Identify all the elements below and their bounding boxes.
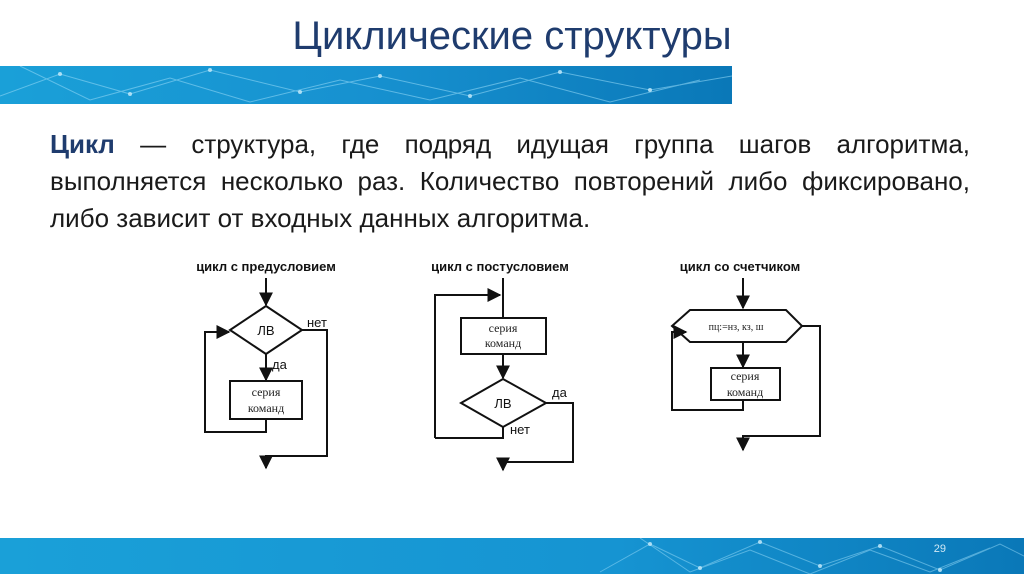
postcondition-body-line1: серия xyxy=(489,321,518,335)
counter-body-line2: команд xyxy=(727,385,763,399)
exit-arrow xyxy=(259,329,328,470)
postcondition-flowchart: цикл с постусловием серия команд ЛВ да н… xyxy=(431,259,574,472)
definition-term: Цикл xyxy=(50,129,115,159)
page-number: 29 xyxy=(933,543,946,555)
exit-arrow xyxy=(736,325,821,452)
counter-header-hexagon xyxy=(670,309,804,343)
precondition-condition: ЛВ xyxy=(257,323,274,338)
postcondition-condition: ЛВ xyxy=(494,396,511,411)
header-band xyxy=(0,66,732,104)
loop-back-arrow xyxy=(671,325,744,411)
counter-body-line1: серия xyxy=(731,369,760,383)
postcondition-label: цикл с постусловием xyxy=(431,259,569,274)
postcondition-no-label: нет xyxy=(510,422,530,437)
exit-arrow xyxy=(496,402,574,472)
precondition-no-label: нет xyxy=(307,315,327,330)
precondition-label: цикл с предусловием xyxy=(196,259,336,274)
postcondition-yes-label: да xyxy=(552,385,568,400)
footer-band xyxy=(0,538,1024,574)
flowcharts: цикл с предусловием ЛВ нет да серия кома… xyxy=(196,259,821,472)
loop-back-arrow xyxy=(434,288,502,438)
postcondition-body-box xyxy=(460,317,547,355)
no-branch-line xyxy=(435,427,504,439)
counter-flowchart: цикл со счетчиком пц:=нз, кз, ш серия ко… xyxy=(670,259,821,452)
definition-text: — структура, где подряд идущая группа ша… xyxy=(50,129,970,233)
counter-label: цикл со счетчиком xyxy=(680,259,800,274)
postcondition-body-line2: команд xyxy=(485,336,521,350)
loop-back-arrow xyxy=(204,325,267,433)
precondition-yes-label: да xyxy=(272,357,288,372)
precondition-flowchart: цикл с предусловием ЛВ нет да серия кома… xyxy=(196,259,336,470)
counter-body-box xyxy=(710,367,781,401)
precondition-body-box xyxy=(229,380,303,420)
definition-paragraph: Цикл — структура, где подряд идущая груп… xyxy=(50,126,970,237)
slide-title: Циклические структуры xyxy=(292,14,732,58)
precondition-body-line2: команд xyxy=(248,401,284,415)
precondition-body-line1: серия xyxy=(252,385,281,399)
counter-header: пц:=нз, кз, ш xyxy=(709,322,764,333)
